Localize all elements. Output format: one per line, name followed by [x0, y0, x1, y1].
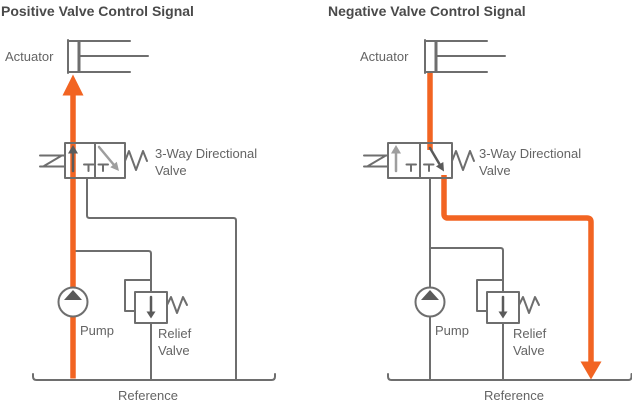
circuit-lines [429, 177, 504, 380]
pump-circle [57, 286, 89, 318]
blocked-port-icon [423, 163, 435, 172]
pump-symbol [414, 286, 446, 318]
flow-path [427, 72, 602, 380]
blocked-port-icon [405, 163, 417, 172]
valve-crossed-arrow [428, 146, 442, 167]
valve-label-line2: Valve [479, 163, 511, 178]
circuit-lines [73, 177, 237, 380]
relief-pilot-line [476, 279, 504, 312]
negative-signal-diagram: Negative Valve Control Signal Actuator 3… [328, 3, 632, 402]
relief-spring-icon [518, 296, 540, 314]
reference-line [32, 373, 276, 381]
actuator-symbol [424, 39, 506, 74]
blocked-port-icon [83, 163, 95, 172]
valve-open-arrowhead-icon [68, 145, 78, 154]
valve-crossed-arrowhead-icon [110, 161, 119, 171]
reference-line [387, 373, 632, 381]
relief-label-line2: Valve [513, 343, 545, 358]
solenoid-icon [39, 154, 66, 168]
relief-spring-icon [166, 296, 188, 314]
relief-branch-line [429, 247, 504, 293]
relief-arrowhead-icon [146, 311, 156, 319]
actuator-symbol [67, 39, 149, 74]
flow-path [62, 74, 84, 379]
relief-branch-line [73, 250, 152, 293]
pump-symbol [57, 286, 89, 318]
actuator-label: Actuator [5, 49, 54, 64]
positive-signal-diagram: Positive Valve Control Signal Actuator 3… [1, 3, 276, 402]
pump-triangle-icon [421, 290, 439, 300]
relief-valve-symbol [134, 291, 188, 324]
diagram-title: Negative Valve Control Signal [328, 3, 526, 19]
valve-label-line1: 3-Way Directional [155, 146, 257, 161]
valve-drain-line [86, 177, 237, 380]
reference-label: Reference [484, 388, 544, 402]
relief-label-line2: Valve [158, 343, 190, 358]
relief-arrowhead-icon [498, 311, 508, 319]
actuator-label: Actuator [360, 49, 409, 64]
valve-label-line2: Valve [155, 163, 187, 178]
valve-crossed-arrowhead-icon [436, 162, 444, 172]
diagram-title: Positive Valve Control Signal [1, 3, 194, 19]
flow-arrow-up-icon [62, 74, 84, 96]
reference-label: Reference [118, 388, 178, 402]
flow-line-to-reference [441, 175, 594, 363]
pump-label: Pump [435, 323, 469, 338]
valve-spring-icon [124, 150, 148, 171]
directional-valve-symbol [39, 142, 148, 179]
valve-label-line1: 3-Way Directional [479, 146, 581, 161]
pump-triangle-icon [64, 290, 82, 300]
pump-circle [414, 286, 446, 318]
relief-valve-symbol [486, 291, 540, 324]
relief-pilot-line [124, 279, 152, 312]
valve-crossed-arrow [97, 145, 116, 167]
flow-arrow-down-icon [580, 361, 602, 380]
pump-label: Pump [80, 323, 114, 338]
blocked-port-icon [97, 163, 109, 172]
relief-body [134, 291, 168, 324]
relief-body [486, 291, 520, 324]
valve-spring-icon [451, 150, 475, 171]
solenoid-icon [363, 154, 389, 168]
directional-valve-symbol [363, 142, 475, 179]
relief-label-line1: Relief [513, 326, 547, 341]
relief-label-line1: Relief [158, 326, 192, 341]
valve-open-arrowhead-icon [391, 145, 401, 154]
